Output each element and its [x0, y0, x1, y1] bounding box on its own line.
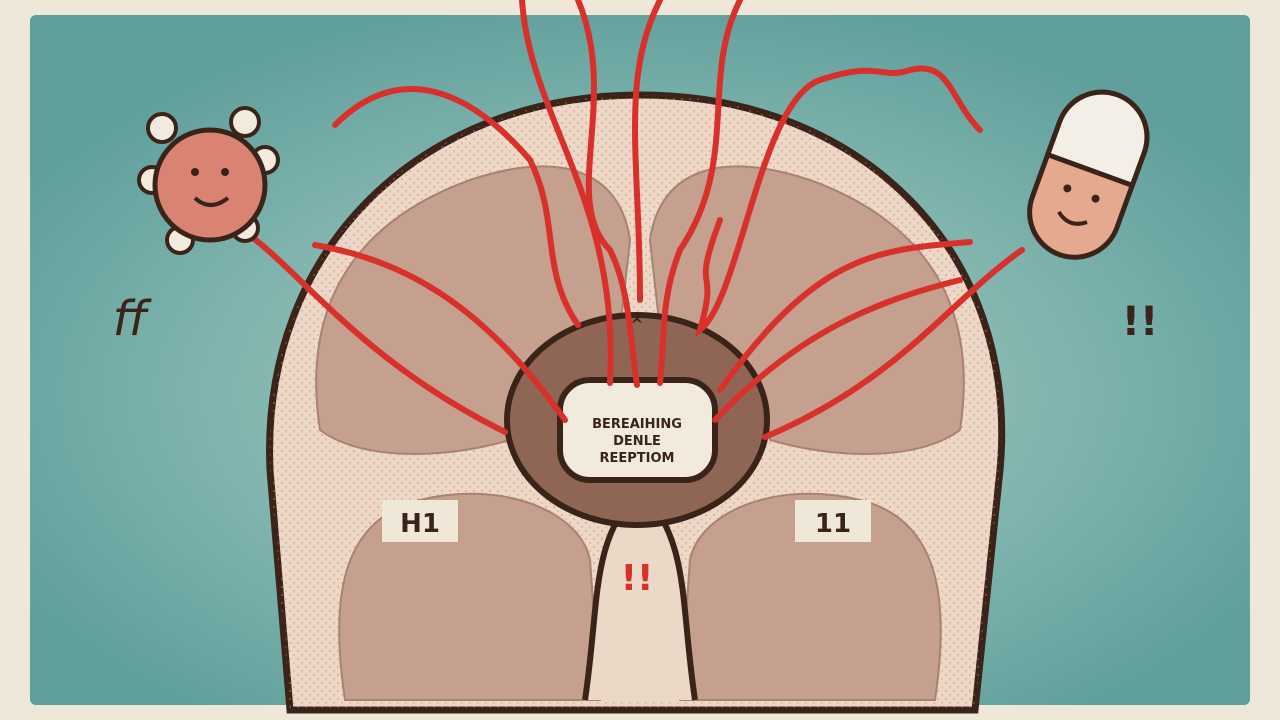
right-tag: 11 [815, 509, 851, 539]
center-label-line2: DENLE [613, 434, 661, 449]
center-mark: !! [621, 558, 654, 599]
left-scribble: ff [113, 291, 153, 347]
pill-character [1027, 89, 1150, 260]
right-mark: !! [1122, 299, 1158, 345]
top-mark: ^ [630, 315, 643, 334]
left-tag: H1 [400, 509, 440, 539]
center-label-line1: BEREAIHING [592, 417, 682, 432]
nerve-lines [242, 0, 1025, 440]
virus-character [137, 106, 280, 255]
center-label-line3: REEPTIOM [600, 451, 675, 466]
